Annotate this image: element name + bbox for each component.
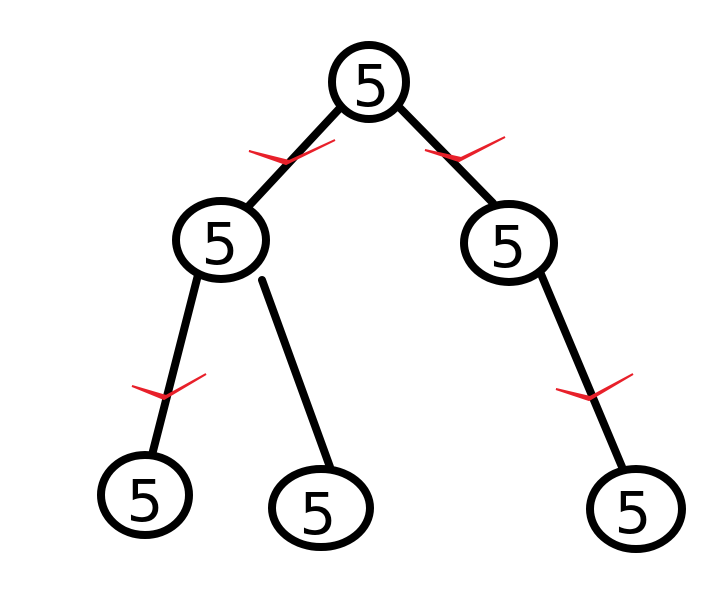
- tree-node-root: 5: [328, 41, 410, 123]
- node-circle: [328, 41, 410, 123]
- node-circle: [172, 197, 270, 283]
- node-circle: [268, 465, 374, 551]
- red-checkmark-icon: [424, 136, 506, 163]
- tree-node-left-left: 5: [97, 451, 193, 539]
- node-label: 5: [127, 467, 164, 535]
- edge-right-right-right: [534, 263, 629, 478]
- check-marks: [131, 136, 634, 402]
- red-checkmark-icon: [555, 373, 634, 402]
- edge-left-left-left: [148, 271, 202, 459]
- node-label: 5: [353, 52, 390, 120]
- tree-node-right-right: 5: [586, 465, 686, 553]
- node-label: 5: [202, 210, 239, 278]
- edge-left-left-right: [258, 276, 334, 471]
- node-label: 5: [490, 213, 527, 281]
- red-checkmark-icon: [131, 373, 207, 401]
- node-circle: [586, 465, 686, 553]
- node-circle: [460, 200, 558, 286]
- tree-node-left: 5: [172, 197, 270, 283]
- tree-node-right: 5: [460, 200, 558, 286]
- node-label: 5: [615, 479, 652, 547]
- tree-edges: [148, 104, 629, 478]
- red-checkmark-icon: [248, 139, 336, 166]
- tree-node-left-right: 5: [268, 465, 374, 551]
- node-circle: [97, 451, 193, 539]
- node-label: 5: [300, 480, 337, 548]
